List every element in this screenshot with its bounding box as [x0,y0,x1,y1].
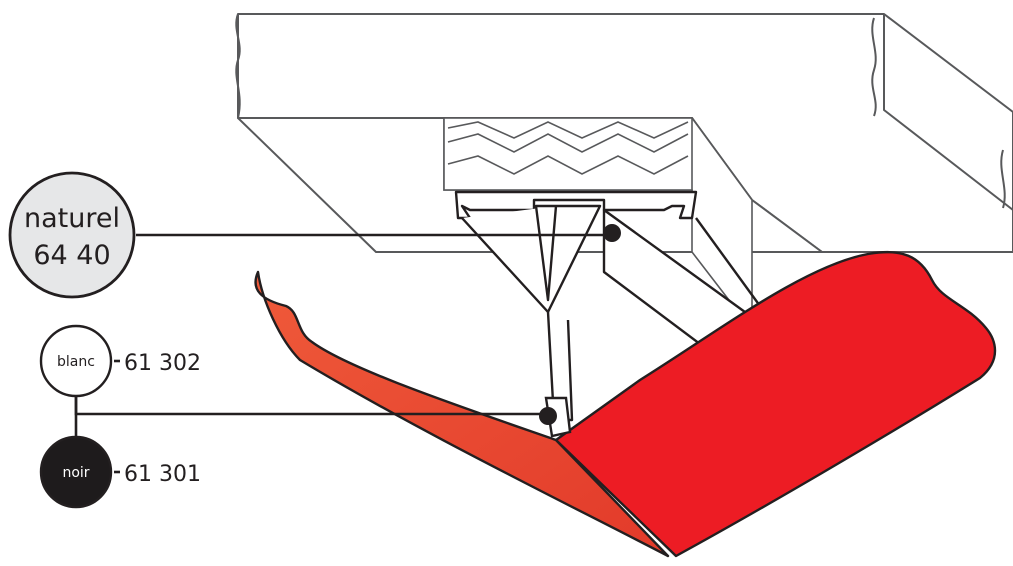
leader-dot-clip [539,407,557,425]
callout-noir-code: 61 301 [124,462,201,487]
callout-blanc-circle [39,324,113,398]
callout-noir-circle [39,435,113,509]
callout-blanc: blanc 61 302 [39,324,201,398]
wood-batten [443,117,753,333]
callout-naturel: naturel 64 40 [8,171,136,299]
callout-naturel-code: 64 40 [33,240,110,271]
callout-naturel-circle [8,171,136,299]
callout-blanc-name: blanc [57,354,95,370]
callout-blanc-code: 61 302 [124,351,201,376]
fabric-right-panel [554,250,997,558]
callout-naturel-name: naturel [24,203,120,234]
callout-noir: noir 61 301 [39,435,201,509]
callout-noir-name: noir [62,465,89,481]
leader-dot-naturel [603,224,621,242]
